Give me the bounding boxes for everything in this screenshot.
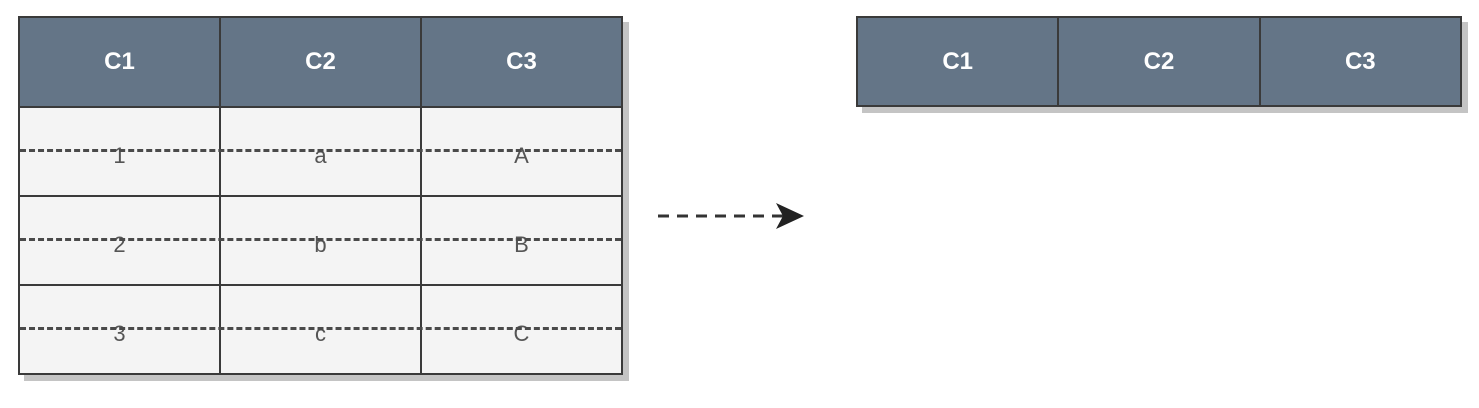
target-header-c3: C3 (1258, 18, 1460, 105)
source-header-c3: C3 (420, 18, 621, 106)
target-header-c1: C1 (942, 47, 973, 75)
source-header-c2: C2 (219, 18, 420, 106)
source-cell-r1-c3: A (420, 108, 621, 195)
source-cell-r1-c2: a (219, 108, 420, 195)
dashed-arrow (658, 203, 804, 229)
source-table: C1 C2 C3 1 a A 2 b B 3 c C (18, 16, 623, 375)
cell-text: 2 (113, 231, 126, 257)
source-table-row-3: 3 c C (20, 284, 621, 373)
target-table-header-row: C1 C2 C3 (858, 18, 1460, 105)
cell-text: 3 (113, 320, 126, 346)
cell-text: b (314, 231, 327, 257)
cell-text: a (314, 142, 327, 168)
source-cell-r2-c2: b (219, 197, 420, 284)
source-table-row-1: 1 a A (20, 106, 621, 195)
cell-text: B (514, 231, 529, 257)
cell-text: C (513, 320, 530, 346)
source-cell-r3-c3: C (420, 286, 621, 373)
source-table-row-2: 2 b B (20, 195, 621, 284)
cell-text: 1 (113, 142, 126, 168)
source-cell-r2-c1: 2 (20, 197, 219, 284)
source-cell-r3-c2: c (219, 286, 420, 373)
source-header-c1: C1 (104, 48, 135, 75)
target-table: C1 C2 C3 (856, 16, 1462, 107)
source-cell-r2-c3: B (420, 197, 621, 284)
cell-text: c (315, 320, 326, 346)
source-cell-r1-c1: 1 (20, 108, 219, 195)
target-header-c2: C2 (1057, 18, 1258, 105)
arrow-head-icon (776, 203, 804, 229)
source-cell-r3-c1: 3 (20, 286, 219, 373)
cell-text: A (514, 142, 529, 168)
source-table-header-row: C1 C2 C3 (20, 18, 621, 106)
